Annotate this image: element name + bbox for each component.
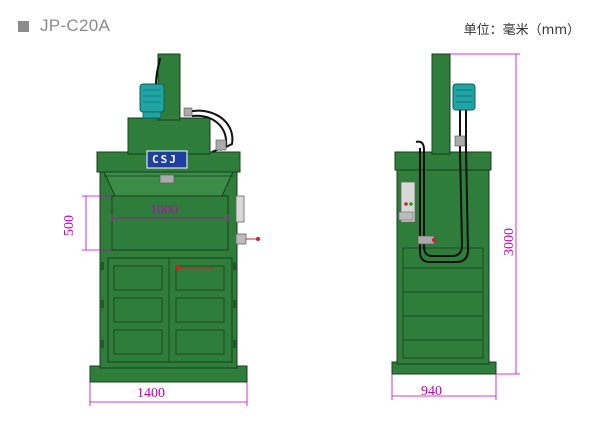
side-view [391,53,497,375]
side-column [431,53,451,155]
side-top-beam [394,151,492,171]
dim-inner-width-label: 1000 [150,203,178,218]
front-motor [139,83,165,113]
logo-label: CSJ [152,153,178,166]
front-cylinder-housing [127,117,211,155]
dim-total-width-label: 1400 [137,386,165,401]
front-logo-plate [146,150,188,169]
front-lower-door [107,257,233,363]
front-control-box [235,195,245,223]
unit-note: 单位：毫米（mm） [463,23,580,38]
side-dimension-lines [391,53,520,400]
front-upper-chamber [111,195,229,251]
dim-depth-label: 940 [421,384,442,399]
front-hydraulic-hose [155,57,161,85]
header-square-icon [18,21,29,32]
dim-opening-height-label: 500 [62,215,77,236]
side-motor [452,83,476,111]
side-hydraulic-hose [415,110,464,257]
dim-total-height-label: 3000 [502,228,517,256]
front-dimension-lines [82,195,248,406]
model-title: JP-C20A [40,16,111,35]
front-view [89,53,260,383]
